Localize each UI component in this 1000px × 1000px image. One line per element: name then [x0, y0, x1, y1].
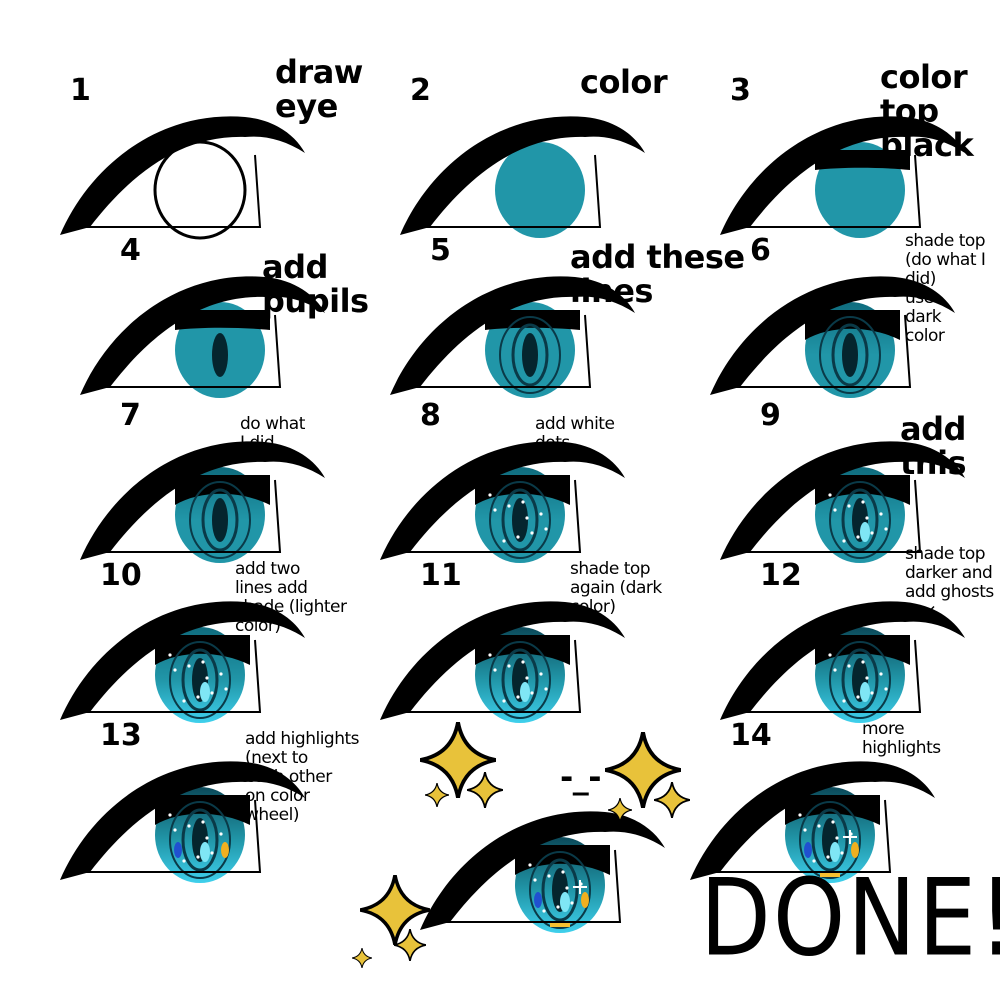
lash [380, 441, 625, 560]
step-number: 3 [730, 73, 751, 108]
step-number: 1 [70, 73, 91, 108]
eye-step-4 [80, 255, 330, 409]
step-number: 4 [120, 233, 141, 268]
lash [380, 601, 625, 720]
step-note: more highlights [862, 719, 941, 758]
lash [400, 116, 645, 235]
step-note: color [580, 63, 668, 101]
step-number: 5 [430, 233, 451, 268]
sparkle-icon [607, 797, 633, 826]
eye-step-7 [80, 420, 330, 574]
step-note: do what I did [240, 414, 305, 453]
lash [720, 441, 965, 560]
lash [710, 276, 955, 395]
pupil [842, 333, 858, 377]
sparkle-icon [351, 947, 373, 972]
step-note: shade top darker and add ghosts D ↙ [905, 544, 994, 621]
lash [80, 276, 325, 395]
lash [720, 601, 965, 720]
step-note: draw eye [275, 53, 363, 125]
iris [153, 140, 247, 240]
step-number: 8 [420, 398, 441, 433]
eye-step-10 [60, 580, 310, 734]
sparkle-icon [604, 731, 682, 812]
step-number: 2 [410, 73, 431, 108]
iris-top-shadow [815, 150, 910, 170]
sparkle-icon [393, 928, 427, 965]
step-note: shade top (do what I did) use dark color [905, 231, 986, 346]
eye-step-8 [380, 420, 630, 574]
step-note: add white dots [535, 414, 615, 453]
sparkle-icon [466, 771, 504, 812]
eye-step-2 [400, 95, 650, 249]
sparkle-icon [653, 781, 691, 822]
lash [420, 811, 665, 930]
lash [60, 601, 305, 720]
lash [720, 116, 965, 235]
iris [495, 142, 585, 238]
step-note: add two lines add shade (lighter color) [235, 559, 347, 636]
eye-step-3 [720, 95, 970, 249]
step-number: 10 [100, 558, 142, 593]
final-eye [420, 790, 670, 944]
step-number: 12 [760, 558, 802, 593]
eye-step-1 [60, 95, 310, 249]
step-note: add highlights (next to each other on co… [245, 729, 360, 825]
done-text: DONE! [700, 856, 1000, 981]
iris-top-shadow [485, 310, 580, 330]
lash [390, 276, 635, 395]
lash [60, 116, 305, 235]
lash [690, 761, 935, 880]
step-note: add pupils [262, 248, 369, 320]
step-number: 13 [100, 718, 142, 753]
eye-step-11 [380, 580, 630, 734]
lash [80, 441, 325, 560]
eye-step-5 [390, 255, 640, 409]
face-emote: -_- [560, 758, 602, 796]
step-number: 7 [120, 398, 141, 433]
step-note: shade top again (dark color) [570, 559, 662, 617]
step-note: add this [900, 410, 967, 482]
step-number: 6 [750, 233, 771, 268]
sparkle-icon [419, 721, 497, 802]
pupil [212, 498, 228, 542]
iris-top-shadow [175, 310, 270, 330]
lash [60, 761, 305, 880]
sparkle-icon [424, 782, 450, 811]
step-number: 14 [730, 718, 772, 753]
step-number: 11 [420, 558, 462, 593]
eye-step-9 [720, 420, 970, 574]
pupil [522, 333, 538, 377]
step-number: 9 [760, 398, 781, 433]
step-note: color top black [880, 58, 974, 164]
eye-step-12 [720, 580, 970, 734]
pupil [512, 498, 528, 542]
step-note: add these lines [570, 238, 745, 310]
pupil [212, 333, 228, 377]
eye-step-6 [710, 255, 960, 409]
eye-step-13 [60, 740, 310, 894]
eye-step-14 [690, 740, 940, 894]
